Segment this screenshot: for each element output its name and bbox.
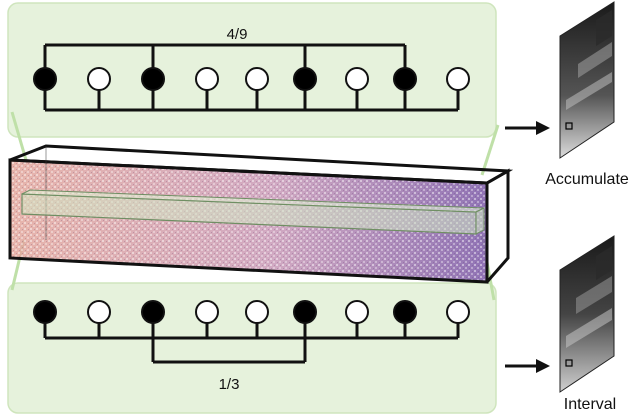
skipped-frame-dot: [87, 67, 111, 91]
sampled-frame-dot: [393, 67, 417, 91]
top-fraction-label: 4/9: [227, 26, 248, 43]
skipped-frame-dot: [345, 300, 369, 324]
sampled-frame-dot: [293, 67, 317, 91]
interval-label: Interval: [564, 396, 616, 413]
interval-frame-image: [559, 235, 615, 393]
bottom-fraction-label: 1/3: [219, 376, 240, 393]
skipped-frame-dot: [87, 300, 111, 324]
accumulate-frame-image: [559, 1, 615, 159]
accumulate-label: Accumulate: [545, 171, 629, 188]
sampled-frame-dot: [293, 300, 317, 324]
bottom-panel: [7, 282, 497, 414]
sampled-frame-dot: [141, 67, 165, 91]
video-volume: [8, 144, 514, 284]
bottom-sampling-diagram: [33, 300, 470, 364]
arrow-to-accumulate: [505, 121, 550, 135]
skipped-frame-dot: [446, 300, 470, 324]
sampled-frame-dot: [393, 300, 417, 324]
skipped-frame-dot: [245, 300, 269, 324]
connector-right-top: [480, 124, 500, 176]
skipped-frame-dot: [245, 67, 269, 91]
sampled-frame-dot: [141, 300, 165, 324]
connector-left-top: [10, 111, 28, 161]
skipped-frame-dot: [446, 67, 470, 91]
sampled-frame-dot: [33, 67, 57, 91]
sampled-frame-dot: [33, 300, 57, 324]
skipped-frame-dot: [195, 300, 219, 324]
skipped-frame-dot: [345, 67, 369, 91]
skipped-frame-dot: [195, 67, 219, 91]
top-sampling-diagram: [33, 43, 470, 112]
arrow-to-interval: [505, 359, 550, 373]
